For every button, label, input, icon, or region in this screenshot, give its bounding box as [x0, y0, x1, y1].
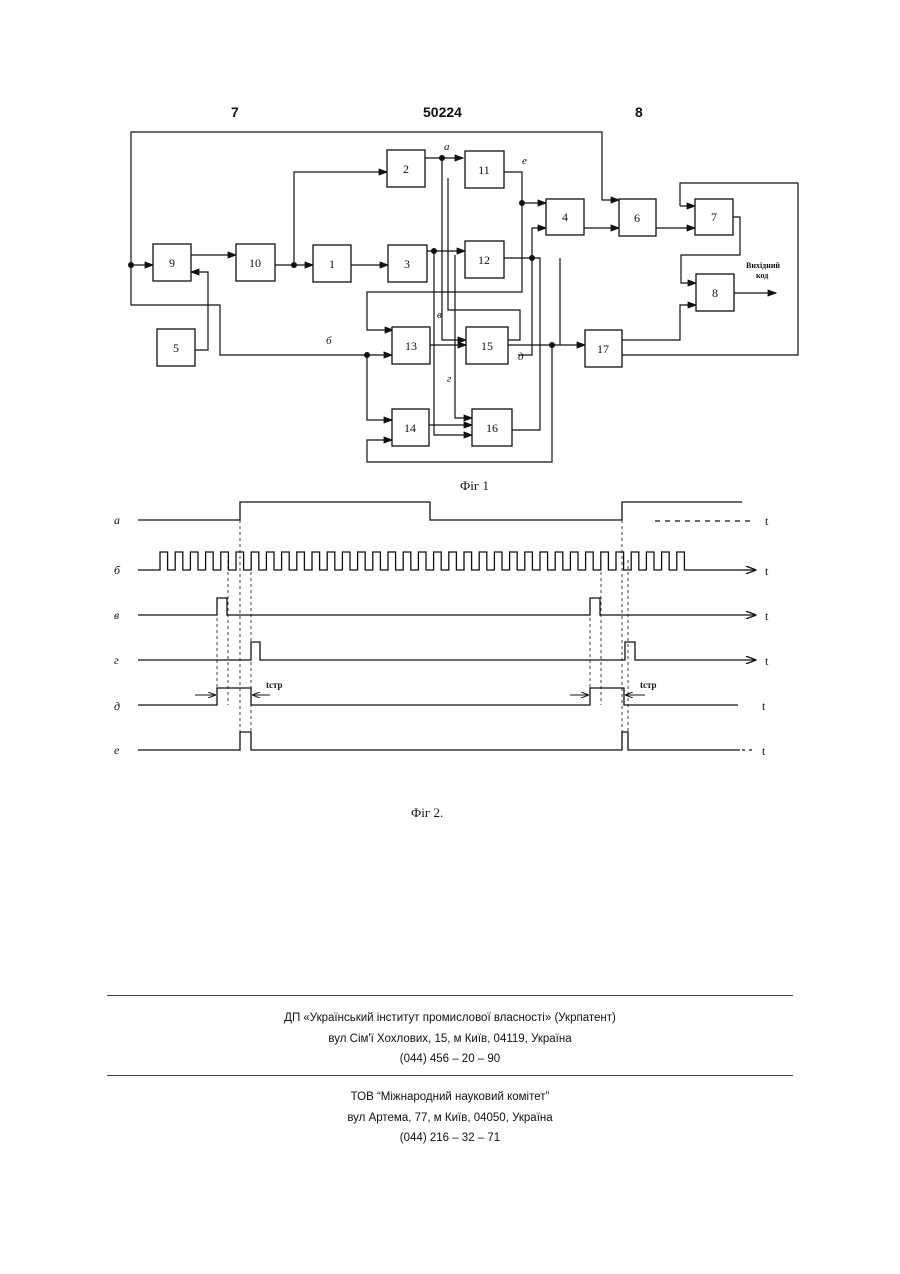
label-block-2: 2	[403, 162, 409, 176]
label-block-9: 9	[169, 256, 175, 270]
label-block-10: 10	[249, 256, 261, 270]
org2-phone: (044) 216 – 32 – 71	[0, 1132, 900, 1144]
block-diagram: 1 2 3 4 5 6 7 8 9 10 11 12 13 14 15 16 1…	[0, 120, 900, 470]
footer-rule-middle	[107, 1075, 793, 1076]
label-block-11: 11	[478, 163, 490, 177]
channel-label-v: в	[114, 608, 119, 622]
label-block-14: 14	[404, 421, 416, 435]
label-block-16: 16	[486, 421, 498, 435]
channel-label-e: е	[114, 743, 120, 757]
label-block-13: 13	[405, 339, 417, 353]
time-label-d: t	[762, 699, 766, 713]
left-page-number: 7	[231, 104, 239, 120]
signal-label-g: г	[447, 373, 452, 385]
footer-rule-top	[107, 995, 793, 996]
label-block-1: 1	[329, 257, 335, 271]
output-label-line2: код	[756, 271, 768, 280]
interval-label-1: tстр	[266, 680, 283, 690]
label-block-3: 3	[404, 257, 410, 271]
org1-address: вул Сім'ї Хохлових, 15, м Київ, 04119, У…	[0, 1033, 900, 1045]
time-label-a: t	[765, 514, 769, 528]
org1-phone: (044) 456 – 20 – 90	[0, 1053, 900, 1065]
label-block-15: 15	[481, 339, 493, 353]
signal-label-b: б	[326, 335, 332, 347]
signal-label-e: е	[522, 155, 527, 167]
time-label-b: t	[765, 564, 769, 578]
timing-diagram: tстр tстр а б в г д е t t t t t t	[0, 490, 900, 760]
time-label-e: t	[762, 744, 766, 758]
patent-number: 50224	[423, 104, 462, 120]
signal-label-v: в	[437, 309, 442, 321]
channel-label-g: г	[114, 653, 119, 667]
channel-label-b: б	[114, 563, 121, 577]
time-label-g: t	[765, 654, 769, 668]
channel-label-d: д	[114, 699, 120, 713]
label-block-6: 6	[634, 211, 640, 225]
label-block-12: 12	[478, 253, 490, 267]
org1-name: ДП «Український інститут промислової вла…	[0, 1012, 900, 1024]
time-label-v: t	[765, 609, 769, 623]
interval-label-2: tстр	[640, 680, 657, 690]
org2-name: ТОВ “Міжнародний науковий комітет”	[0, 1091, 900, 1103]
label-block-8: 8	[712, 286, 718, 300]
figure2-caption: Фіг 2.	[411, 805, 443, 821]
label-block-17: 17	[597, 342, 609, 356]
right-page-number: 8	[635, 104, 643, 120]
signal-label-d: д	[518, 351, 524, 363]
output-label-line1: Вихідний	[746, 261, 780, 270]
org2-address: вул Артема, 77, м Київ, 04050, Україна	[0, 1112, 900, 1124]
channel-label-a: а	[114, 513, 120, 527]
label-block-5: 5	[173, 341, 179, 355]
signal-label-a: а	[444, 141, 450, 153]
label-block-7: 7	[711, 210, 717, 224]
label-block-4: 4	[562, 210, 568, 224]
